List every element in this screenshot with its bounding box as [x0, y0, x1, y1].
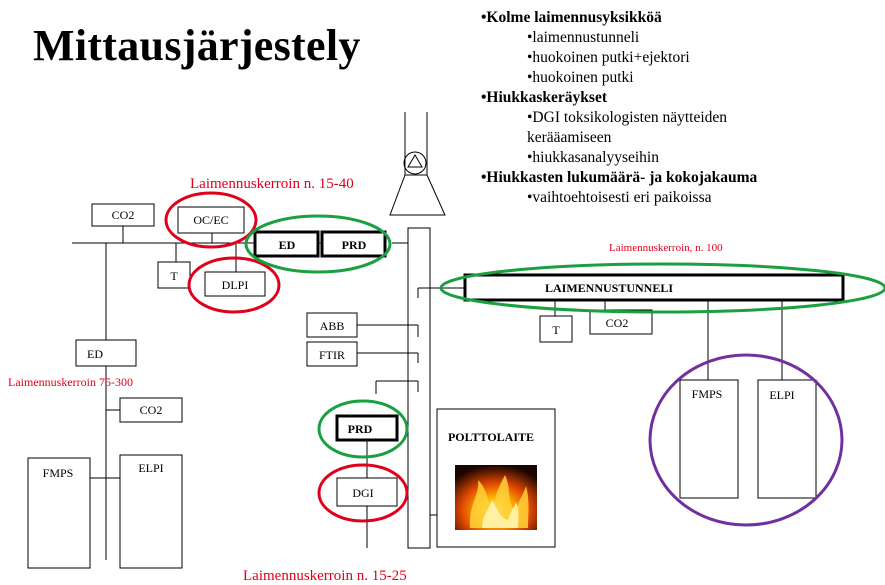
ed-main-box — [253, 230, 320, 258]
fmps-left-box — [27, 457, 91, 569]
bullet-item-4-cont: kerääamiseen — [527, 129, 612, 146]
co2-top-box — [91, 203, 155, 227]
bullet-item-6: •vaihtoehtoisesti eri paikoissa — [527, 189, 712, 206]
polttolaite-label: POLTTOLAITE — [448, 430, 534, 444]
bullet-item-4: •DGI toksikologisten näytteiden — [527, 109, 728, 126]
annotation-dilution-tunnel: Laimennuskerroin, n. 100 — [609, 242, 723, 254]
ftir-box — [306, 341, 358, 367]
fmps-right-label: FMPS — [692, 387, 723, 401]
elpi-right-box — [757, 379, 817, 499]
highlight-ed-prd — [244, 214, 392, 274]
co2-left-label: CO2 — [140, 403, 163, 417]
dlpi-box — [204, 271, 266, 297]
bullet-heading-2: •Hiukkaskeräykset — [481, 89, 608, 106]
elpi-left-box — [119, 454, 183, 569]
co2-tunnel-label: CO2 — [606, 316, 629, 330]
highlight-prd-lower — [317, 399, 409, 459]
highlight-dgi — [317, 463, 409, 523]
ed-main-label: ED — [279, 238, 296, 252]
dlpi-label: DLPI — [222, 278, 249, 292]
dgi-box — [336, 477, 398, 507]
exhaust-duct — [407, 227, 431, 549]
fan-symbol — [403, 151, 427, 175]
flame-core — [482, 500, 519, 528]
highlight-dlpi — [187, 256, 281, 314]
fmps-right-box — [679, 379, 739, 499]
bullet-item-1: •laimennustunneli — [527, 29, 640, 46]
prd-lower-label: PRD — [348, 422, 373, 436]
ftir-label: FTIR — [319, 348, 345, 362]
ocec-label: OC/EC — [193, 213, 228, 227]
bullet-item-3: •huokoinen putki — [527, 69, 634, 86]
elpi-left-label: ELPI — [138, 461, 163, 475]
t-left-box — [157, 261, 191, 289]
burner-duct-connector — [430, 514, 438, 540]
ed-left-box — [75, 339, 137, 367]
annotation-dilution-bottom: Laimennuskerroin n. 15-25 — [243, 568, 407, 584]
dgi-label: DGI — [352, 486, 373, 500]
tunnel-box — [463, 273, 845, 302]
bullet-item-2: •huokoinen putki+ejektori — [527, 49, 690, 66]
highlight-right-analyzers — [648, 353, 844, 527]
prd-main-label: PRD — [342, 238, 367, 252]
bullet-heading-1: •Kolme laimennusyksikköä — [481, 9, 662, 26]
t-tunnel-box — [539, 315, 573, 343]
annotation-dilution-left: Laimennuskerroin 75-300 — [8, 375, 133, 389]
fan-triangle — [407, 154, 423, 168]
ed-left-label: ED — [87, 347, 103, 361]
bullet-item-5: •hiukkasanalyyseihin — [527, 149, 659, 166]
fmps-left-label: FMPS — [43, 466, 74, 480]
prd-main-box — [320, 230, 387, 258]
highlight-ocec — [164, 191, 258, 249]
tunnel-label: LAIMENNUSTUNNELI — [545, 281, 673, 295]
annotation-dilution-top: Laimennuskerroin n. 15-40 — [190, 176, 354, 192]
t-tunnel-label: T — [552, 323, 560, 337]
bullet-heading-3: •Hiukkasten lukumäärä- ja kokojakauma — [481, 169, 758, 186]
chimney-hood — [389, 174, 446, 216]
elpi-right-label: ELPI — [769, 388, 794, 402]
co2-left-box — [119, 397, 183, 423]
co2-top-label: CO2 — [112, 208, 135, 222]
co2-tunnel-box — [589, 309, 653, 335]
abb-box — [306, 312, 358, 338]
t-left-label: T — [170, 269, 178, 283]
abb-label: ABB — [320, 319, 345, 333]
prd-lower-box — [335, 414, 399, 442]
ocec-box — [177, 206, 245, 234]
highlight-tunnel — [439, 262, 885, 314]
page-title: Mittausjärjestely — [33, 21, 361, 70]
